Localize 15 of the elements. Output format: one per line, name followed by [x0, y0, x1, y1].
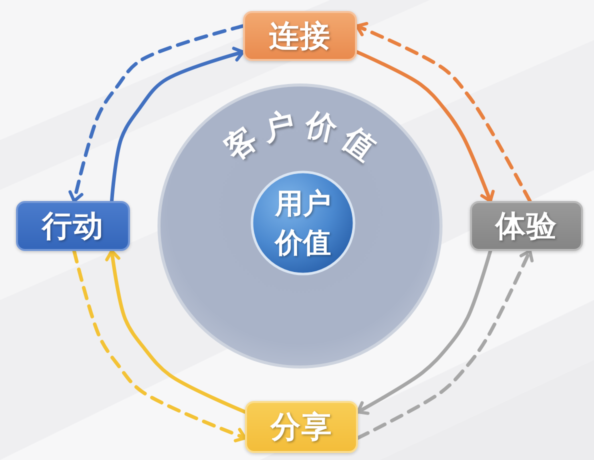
stage-box: 行动 [16, 201, 130, 251]
dashed-arrow [356, 249, 534, 440]
arrow [110, 46, 245, 203]
curved-heading: 客户价值 [222, 108, 378, 164]
stage-box: 分享 [245, 401, 358, 453]
stage-box: 体验 [470, 201, 583, 251]
arrow [105, 249, 247, 414]
arrow [356, 249, 492, 415]
dashed-arrow [355, 22, 532, 203]
dashed-arrow [72, 249, 247, 442]
outer-circle [157, 83, 443, 369]
stage-box: 连接 [243, 11, 357, 61]
dashed-arrow [68, 24, 245, 203]
inner-circle: 用户价值 [250, 170, 356, 276]
arrow [355, 50, 495, 203]
